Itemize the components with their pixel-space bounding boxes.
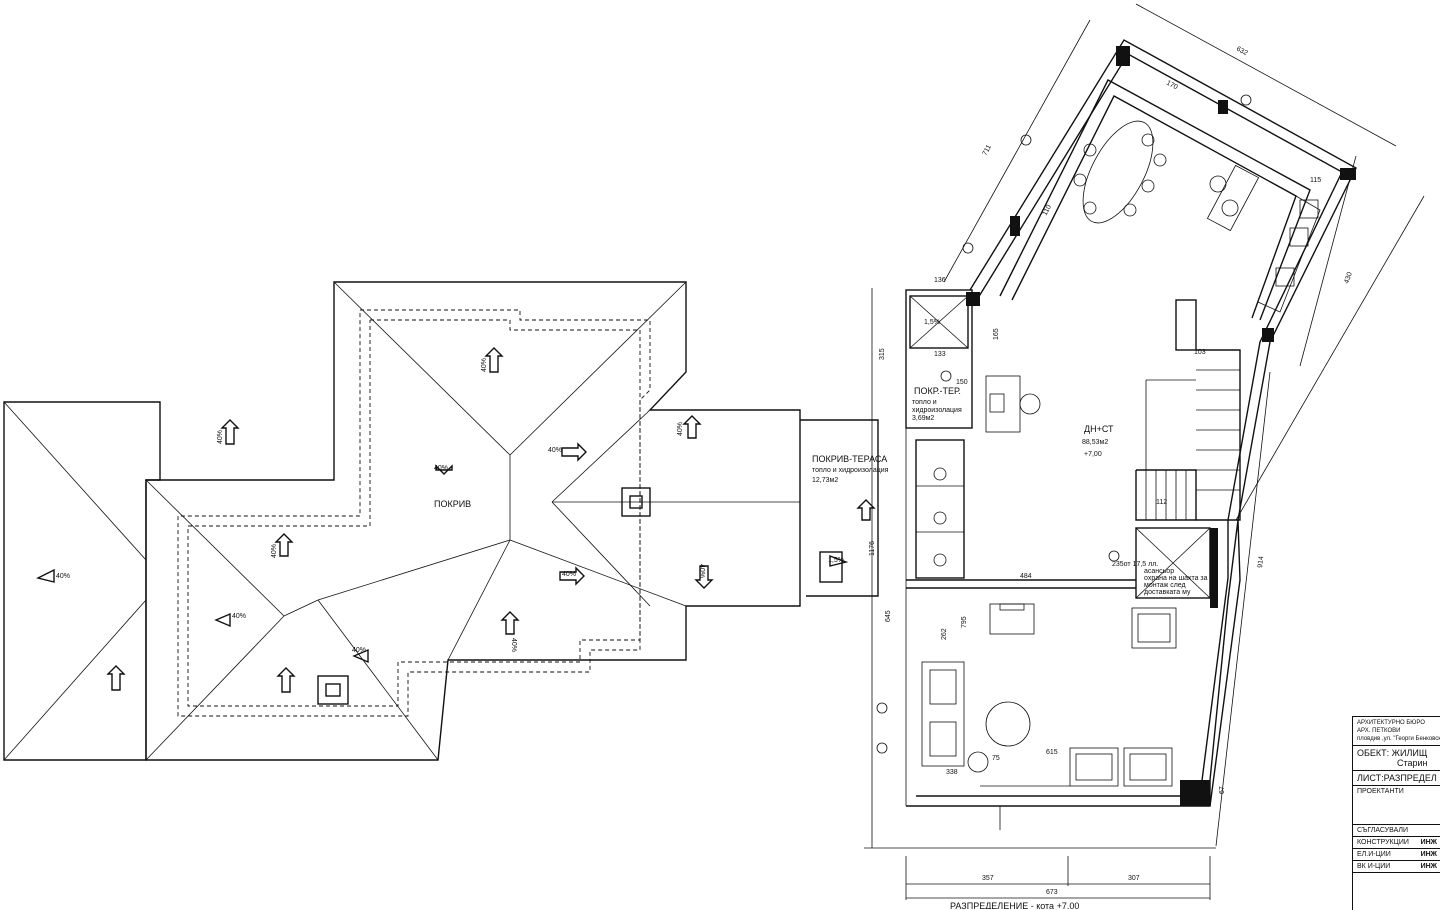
svg-text:монтаж след: монтаж след	[1144, 582, 1186, 589]
svg-text:12,73м2: 12,73м2	[812, 477, 838, 484]
bureau-info: АРХИТЕКТУРНО БЮРО АРХ. ПЕТКОВИ пловдив ,…	[1353, 717, 1440, 746]
svg-text:40%: 40%	[271, 544, 278, 558]
bottom-dimension-lines	[905, 856, 1211, 900]
svg-text:914: 914	[1257, 556, 1265, 568]
svg-text:615: 615	[1046, 749, 1058, 756]
svg-text:40%: 40%	[698, 564, 705, 578]
svg-text:645: 645	[885, 610, 892, 622]
svg-text:топло и хидроизолация: топло и хидроизолация	[812, 467, 889, 474]
svg-text:асансьор: асансьор	[1144, 568, 1174, 575]
svg-text:165: 165	[993, 328, 1000, 340]
roof-main	[145, 281, 801, 761]
roof-left-hip	[3, 401, 161, 761]
svg-text:40%: 40%	[56, 573, 70, 580]
svg-text:40%: 40%	[434, 465, 448, 472]
svg-text:115: 115	[1310, 177, 1321, 184]
svg-text:ПОКР.-ТЕР.: ПОКР.-ТЕР.	[914, 386, 961, 396]
designers-row: ПРОЕКТАНТИ	[1353, 786, 1440, 825]
svg-text:1176: 1176	[869, 541, 876, 556]
svg-text:40%: 40%	[677, 422, 684, 436]
svg-text:1,5%: 1,5%	[924, 319, 940, 326]
living-label: ДН+СТ	[1084, 424, 1114, 434]
svg-text:632: 632	[1235, 46, 1249, 58]
svg-text:338: 338	[946, 769, 958, 776]
svg-text:40%: 40%	[481, 358, 488, 372]
sheet-row: ЛИСТ:РАЗПРЕДЕЛ	[1353, 771, 1440, 786]
svg-text:103: 103	[1194, 349, 1206, 356]
slope-labels: 40% 40% 40% 40% 40% 40% 40% 40% 40% 40% …	[56, 358, 705, 654]
electrical-row: ЕЛ.И-ЦИИ ИНЖ	[1353, 849, 1440, 861]
roof-terrace-label: ПОКРИВ-ТЕРАСА	[812, 454, 887, 464]
svg-text:40%: 40%	[217, 430, 224, 444]
dimension-labels: 632 711 170 110 136 315 133 150 165 484 …	[869, 46, 1354, 909]
svg-text:67: 67	[1219, 786, 1226, 794]
roof-terrace	[800, 419, 879, 597]
svg-text:484: 484	[1020, 573, 1032, 580]
floor-labels: ПОКР.-ТЕР. топло и хидроизолация 3,69м2 …	[912, 319, 1208, 596]
floor-outline	[864, 3, 1425, 849]
svg-text:+7,00: +7,00	[1084, 451, 1102, 458]
svg-text:40%: 40%	[562, 571, 576, 578]
svg-text:75: 75	[992, 755, 1000, 762]
svg-text:235от 17,5 лл.: 235от 17,5 лл.	[1112, 561, 1158, 568]
svg-text:357: 357	[982, 875, 994, 882]
svg-text:795: 795	[961, 616, 968, 628]
svg-text:40%: 40%	[232, 613, 246, 620]
water-row: ВК И-ЦИИ ИНЖ	[1353, 861, 1440, 873]
svg-text:110: 110	[1042, 204, 1053, 217]
svg-text:88,53м2: 88,53м2	[1082, 439, 1108, 446]
svg-text:170: 170	[1165, 80, 1179, 92]
svg-text:топло и: топло и	[912, 399, 937, 406]
svg-text:хидроизолация: хидроизолация	[912, 407, 962, 414]
svg-text:673: 673	[1046, 889, 1058, 896]
svg-text:40%: 40%	[510, 638, 517, 652]
svg-text:307: 307	[1128, 875, 1140, 882]
object-row: ОБЕКТ: ЖИЛИЩ Старин	[1353, 746, 1440, 771]
plan-title: РАЗПРЕДЕЛЕНИЕ - кота +7,00	[950, 901, 1079, 909]
constructions-row: КОНСТРУКЦИИ ИНЖ	[1353, 837, 1440, 849]
svg-text:133: 133	[934, 351, 946, 358]
svg-text:262: 262	[941, 628, 948, 640]
svg-text:430: 430	[1343, 271, 1354, 284]
slope-arrows	[35, 347, 714, 693]
svg-text:711: 711	[982, 144, 993, 157]
approved-row: СЪГЛАСУВАЛИ	[1353, 825, 1440, 837]
svg-text:150: 150	[956, 379, 968, 386]
svg-text:40%: 40%	[352, 647, 366, 654]
svg-text:136: 136	[934, 277, 946, 284]
svg-text:40%: 40%	[548, 447, 562, 454]
svg-text:3,69м2: 3,69м2	[912, 415, 934, 422]
roof-label: ПОКРИВ	[434, 499, 471, 509]
svg-text:охрана на шахта за: охрана на шахта за	[1144, 575, 1208, 582]
svg-text:доставката му: доставката му	[1144, 589, 1191, 596]
svg-text:112: 112	[1156, 499, 1167, 506]
level-markers	[876, 94, 1252, 754]
title-block: АРХИТЕКТУРНО БЮРО АРХ. ПЕТКОВИ пловдив ,…	[1352, 716, 1440, 910]
svg-text:315: 315	[879, 348, 886, 360]
svg-text:1,5%: 1,5%	[828, 557, 844, 564]
